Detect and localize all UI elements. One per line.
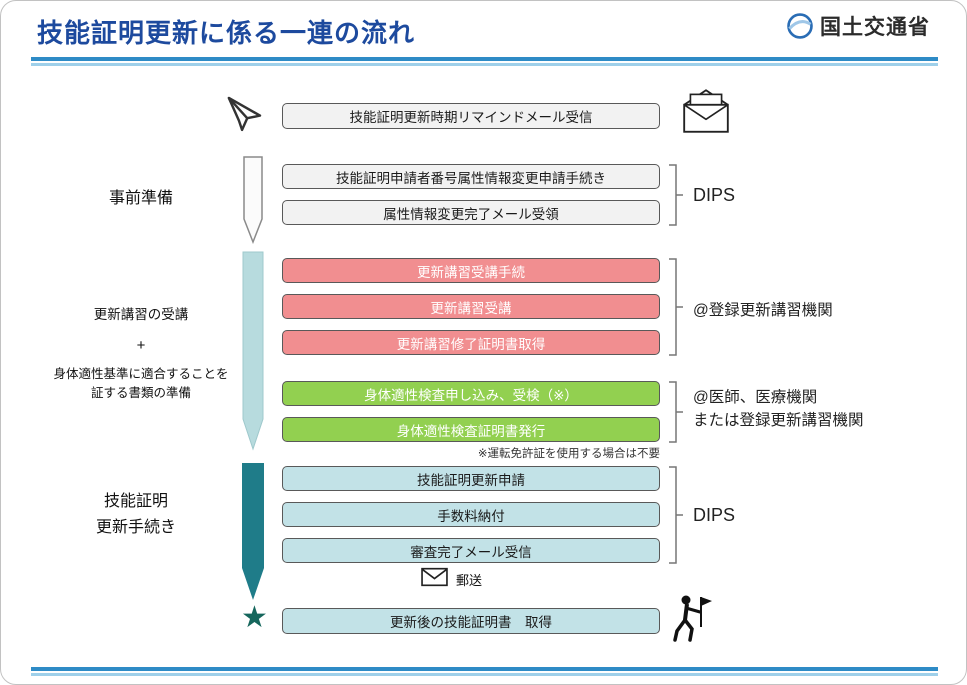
step-box: 技能証明更新申請 (282, 466, 660, 491)
bracket-label-training-org: @登録更新講習機関 (693, 302, 833, 319)
section-label-medical: 身体適性基準に適合することを 証する書類の準備 (53, 367, 229, 400)
section-label-preparation: 事前準備 (108, 190, 173, 207)
step-box: 更新講習受講手続 (282, 258, 660, 283)
flow-arrow-preparation (241, 156, 265, 244)
bracket (667, 381, 685, 443)
agency-header: 国土交通省 (785, 11, 930, 41)
agency-name: 国土交通省 (820, 16, 930, 39)
title-rule (31, 57, 938, 66)
open-mail-icon (679, 87, 733, 135)
step-box: 技能証明申請者番号属性情報変更申請手続き (282, 164, 660, 189)
person-with-flag-icon (669, 593, 713, 643)
bracket-label-dips-1: DIPS (693, 185, 736, 205)
bracket (667, 466, 685, 564)
final-box: 更新後の技能証明書 取得 (282, 608, 660, 634)
section-label-course: 更新講習の受講 (93, 307, 189, 322)
step-box: 身体適性検査証明書発行 (282, 417, 660, 442)
step-box: 身体適性検査申し込み、受検（※） (282, 381, 660, 406)
section-label-plus: + (136, 337, 146, 354)
star-icon: ★ (241, 601, 268, 634)
mail-label: 郵送 (456, 573, 483, 588)
step-box: 審査完了メール受信 (282, 538, 660, 563)
step-box: 手数料納付 (282, 502, 660, 527)
paper-plane-icon (219, 95, 269, 137)
section-label-renewal: 技能証明 更新手続き (95, 493, 176, 536)
license-note: ※運転免許証を使用する場合は不要 (477, 448, 660, 460)
step-box: 属性情報変更完了メール受領 (282, 200, 660, 225)
bracket (667, 258, 685, 356)
footer-rule (31, 667, 938, 676)
step-box: 更新講習修了証明書取得 (282, 330, 660, 355)
bracket-label-dips-2: DIPS (693, 505, 736, 525)
page-title: 技能証明更新に係る一連の流れ (37, 18, 416, 48)
bracket-label-medical-org: @医師、医療機関 または登録更新講習機関 (693, 389, 864, 430)
bracket (667, 164, 685, 226)
remind-mail-box: 技能証明更新時期リマインドメール受信 (282, 103, 660, 129)
mlit-logo (785, 11, 815, 41)
flow-arrow-course (240, 251, 266, 451)
step-box: 更新講習受講 (282, 294, 660, 319)
mail-icon (421, 567, 448, 587)
flow-arrow-renewal (239, 462, 267, 602)
